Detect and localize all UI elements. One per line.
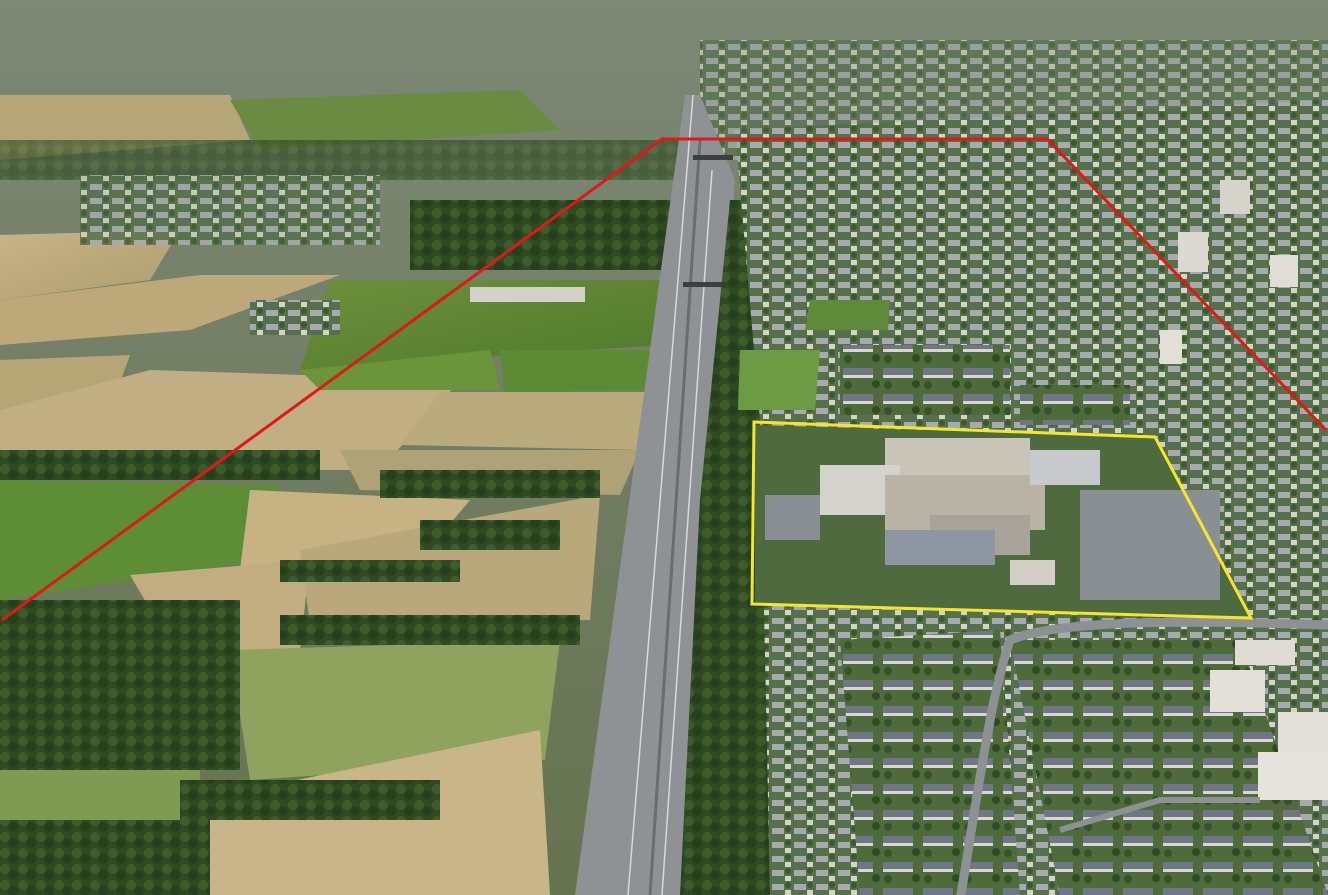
tree-cluster (0, 450, 320, 480)
local-road (1059, 797, 1260, 833)
tree-cluster (410, 200, 700, 270)
overpass (693, 155, 733, 160)
tree-cluster (0, 140, 700, 180)
farm-field (0, 770, 200, 835)
apartment-block (1220, 180, 1250, 214)
farm-field (230, 90, 560, 150)
housing-rows (840, 345, 1010, 415)
overpass (683, 282, 723, 287)
sports-field (805, 300, 890, 330)
tree-cluster (0, 600, 240, 770)
farm-field (300, 350, 500, 390)
farm-field (0, 230, 180, 300)
tree-cluster (420, 520, 560, 550)
farm-field (0, 370, 460, 470)
tree-cluster (280, 560, 460, 582)
apartment-block (1160, 330, 1182, 364)
motorway-lane (627, 94, 694, 895)
parking-lot (1080, 490, 1220, 600)
rural-buildings (80, 175, 380, 245)
farm-field (400, 392, 650, 450)
local-road (956, 617, 1328, 895)
tree-cluster (180, 780, 440, 820)
farm-field (500, 350, 665, 392)
motorway-lane (661, 169, 713, 895)
apartment-block (1270, 255, 1298, 287)
hospital-building (885, 438, 1030, 478)
tree-cluster (380, 470, 600, 498)
tree-cluster (0, 820, 210, 895)
tree-cluster (280, 615, 580, 645)
apartment-block (1278, 712, 1328, 752)
hospital-building (885, 530, 995, 565)
hospital-building (1030, 450, 1100, 485)
housing-rows (1020, 385, 1130, 425)
facility-building (470, 287, 585, 302)
housing-rows (840, 630, 1020, 895)
rural-buildings (250, 300, 340, 335)
farm-field (0, 275, 340, 345)
hospital-building (1010, 560, 1055, 585)
sports-field (738, 350, 820, 410)
apartment-block (1210, 670, 1265, 712)
apartment-block (1235, 640, 1295, 665)
outer-boundary-outline (1, 137, 1328, 622)
motorway-lane (648, 139, 702, 895)
apartment-block (1258, 752, 1328, 800)
farm-field (300, 280, 680, 370)
inner-boundary-outline (750, 420, 1254, 620)
apartment-block (1178, 232, 1208, 272)
parking-lot (765, 495, 820, 540)
